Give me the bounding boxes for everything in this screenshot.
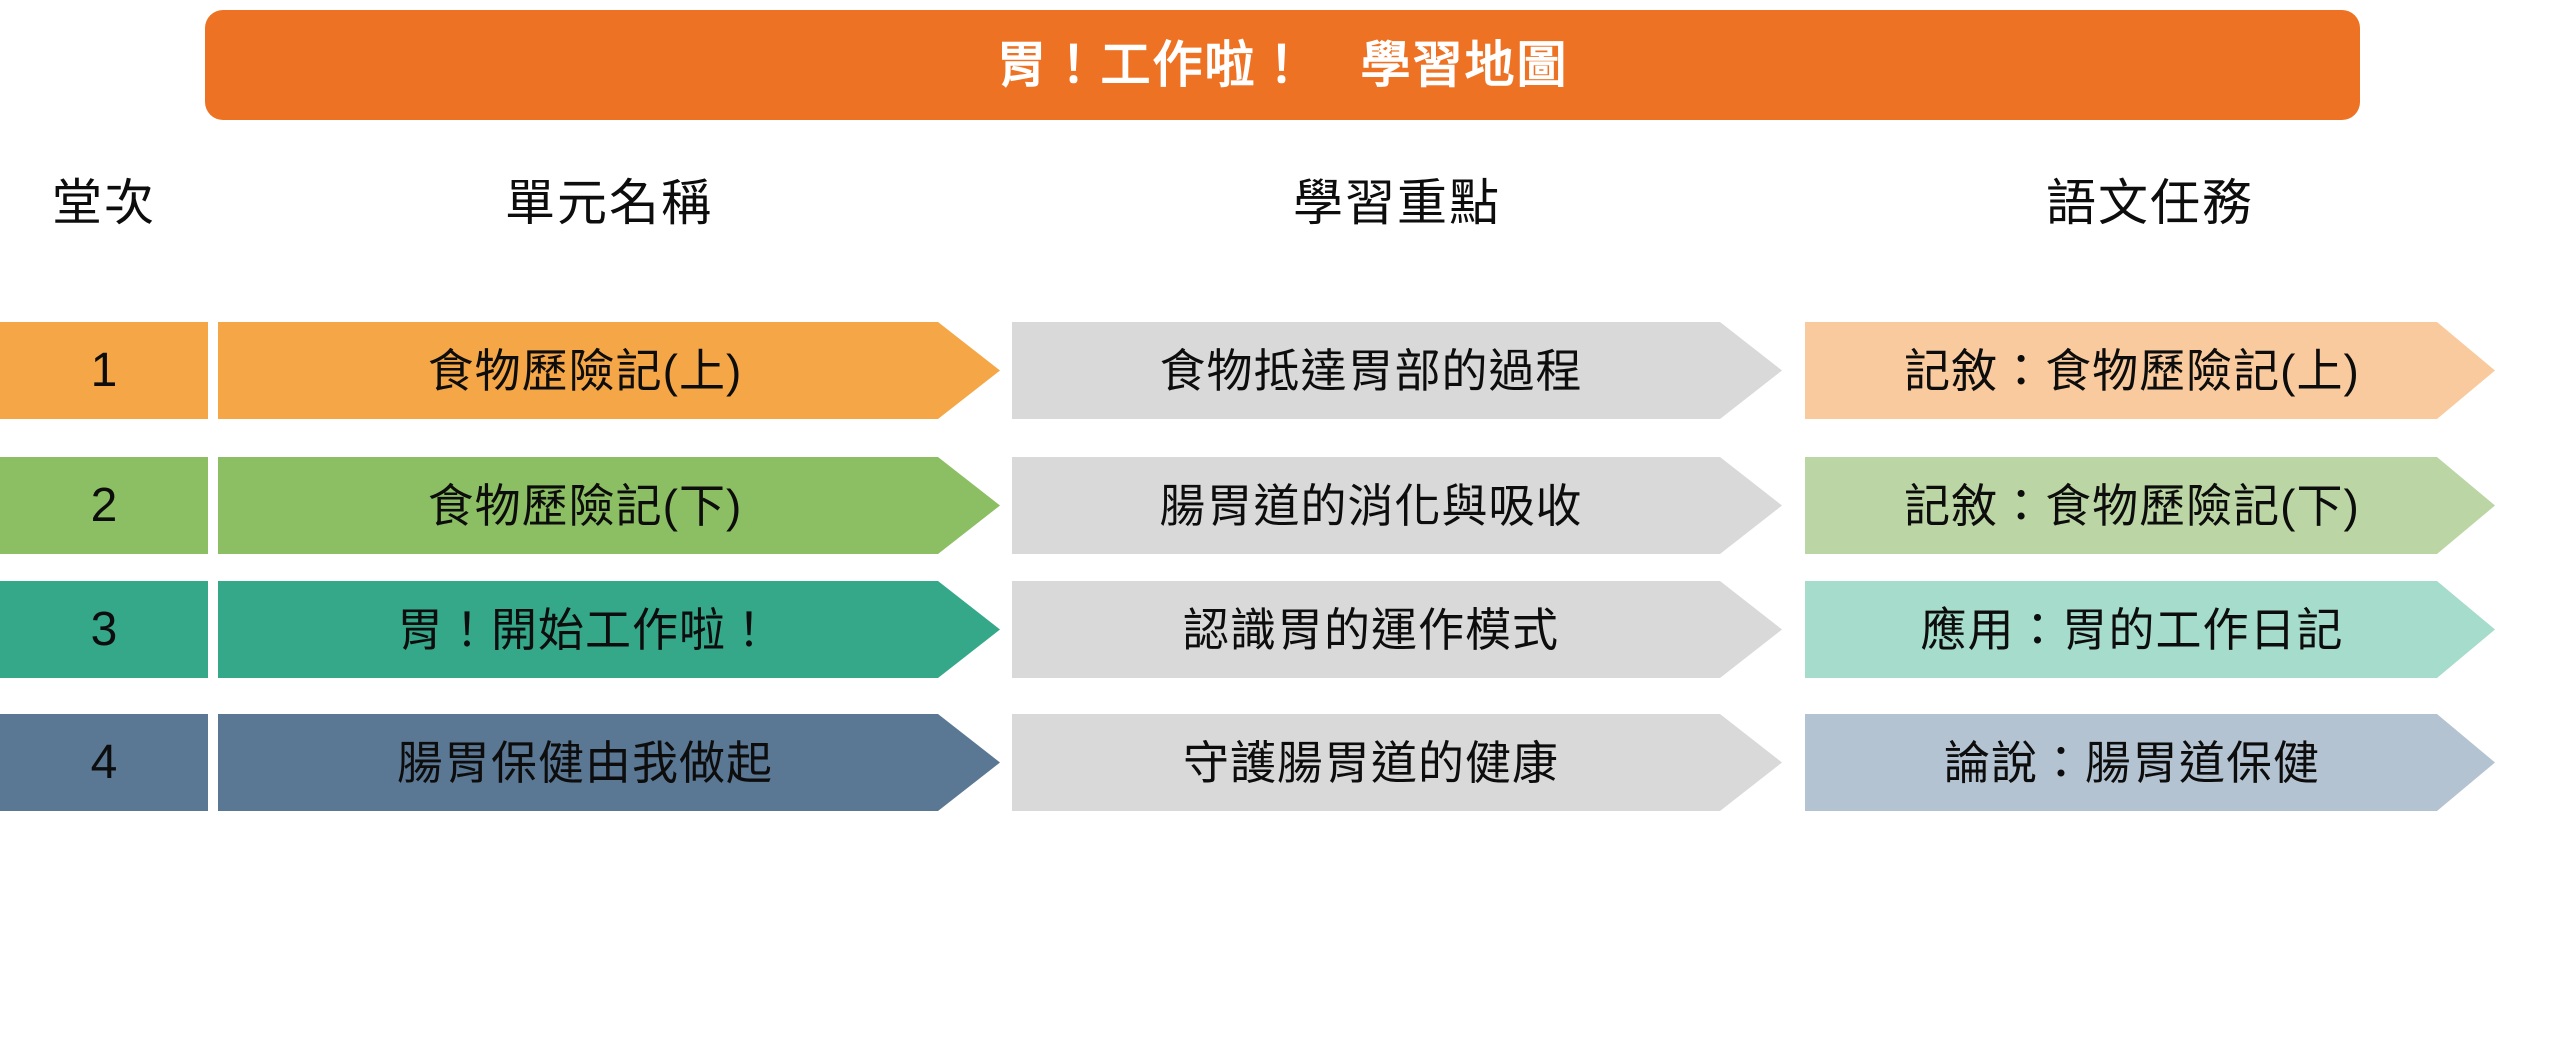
learning-focus-chevron: 認識胃的運作模式 <box>1012 581 1782 678</box>
learning-focus-label: 食物抵達胃部的過程 <box>1159 344 1583 397</box>
unit-name-label: 胃！開始工作啦！ <box>397 603 773 656</box>
column-header-focus: 學習重點 <box>1293 175 1501 231</box>
page-title: 胃！工作啦！ 學習地圖 <box>996 37 1569 93</box>
learning-focus-chevron: 守護腸胃道的健康 <box>1012 714 1782 811</box>
unit-name-arrow: 食物歷險記(上) <box>218 322 1000 419</box>
column-header-unit: 單元名稱 <box>505 175 713 231</box>
language-task-label: 應用：胃的工作日記 <box>1920 603 2344 656</box>
session-number: 3 <box>90 602 118 656</box>
language-task-arrow: 論說：腸胃道保健 <box>1805 714 2495 811</box>
column-header-session: 堂次 <box>52 175 156 231</box>
session-number: 2 <box>90 478 118 532</box>
learning-focus-label: 腸胃道的消化與吸收 <box>1159 479 1583 532</box>
unit-name-arrow: 胃！開始工作啦！ <box>218 581 1000 678</box>
table-row: 1 食物歷險記(上) 食物抵達胃部的過程 記敘：食物歷險記(上) <box>0 322 2560 419</box>
session-number-box: 1 <box>0 322 208 419</box>
language-task-label: 論說：腸胃道保健 <box>1944 736 2320 789</box>
unit-name-label: 腸胃保健由我做起 <box>397 736 773 789</box>
language-task-arrow: 應用：胃的工作日記 <box>1805 581 2495 678</box>
unit-name-label: 食物歷險記(下) <box>427 479 743 532</box>
unit-name-arrow: 食物歷險記(下) <box>218 457 1000 554</box>
learning-focus-chevron: 食物抵達胃部的過程 <box>1012 322 1782 419</box>
session-number-box: 2 <box>0 457 208 554</box>
column-header-task: 語文任務 <box>2046 175 2254 231</box>
page-title-banner: 胃！工作啦！ 學習地圖 <box>205 10 2360 120</box>
language-task-arrow: 記敘：食物歷險記(上) <box>1805 322 2495 419</box>
table-row: 4 腸胃保健由我做起 守護腸胃道的健康 論說：腸胃道保健 <box>0 714 2560 811</box>
learning-focus-label: 守護腸胃道的健康 <box>1183 736 1559 789</box>
session-number: 4 <box>90 735 118 789</box>
session-number-box: 3 <box>0 581 208 678</box>
language-task-label: 記敘：食物歷險記(上) <box>1904 344 2360 397</box>
table-row: 3 胃！開始工作啦！ 認識胃的運作模式 應用：胃的工作日記 <box>0 581 2560 678</box>
unit-name-label: 食物歷險記(上) <box>427 344 743 397</box>
language-task-arrow: 記敘：食物歷險記(下) <box>1805 457 2495 554</box>
learning-focus-label: 認識胃的運作模式 <box>1183 603 1559 656</box>
session-number: 1 <box>90 343 118 397</box>
unit-name-arrow: 腸胃保健由我做起 <box>218 714 1000 811</box>
session-number-box: 4 <box>0 714 208 811</box>
learning-focus-chevron: 腸胃道的消化與吸收 <box>1012 457 1782 554</box>
table-row: 2 食物歷險記(下) 腸胃道的消化與吸收 記敘：食物歷險記(下) <box>0 457 2560 554</box>
language-task-label: 記敘：食物歷險記(下) <box>1904 479 2360 532</box>
